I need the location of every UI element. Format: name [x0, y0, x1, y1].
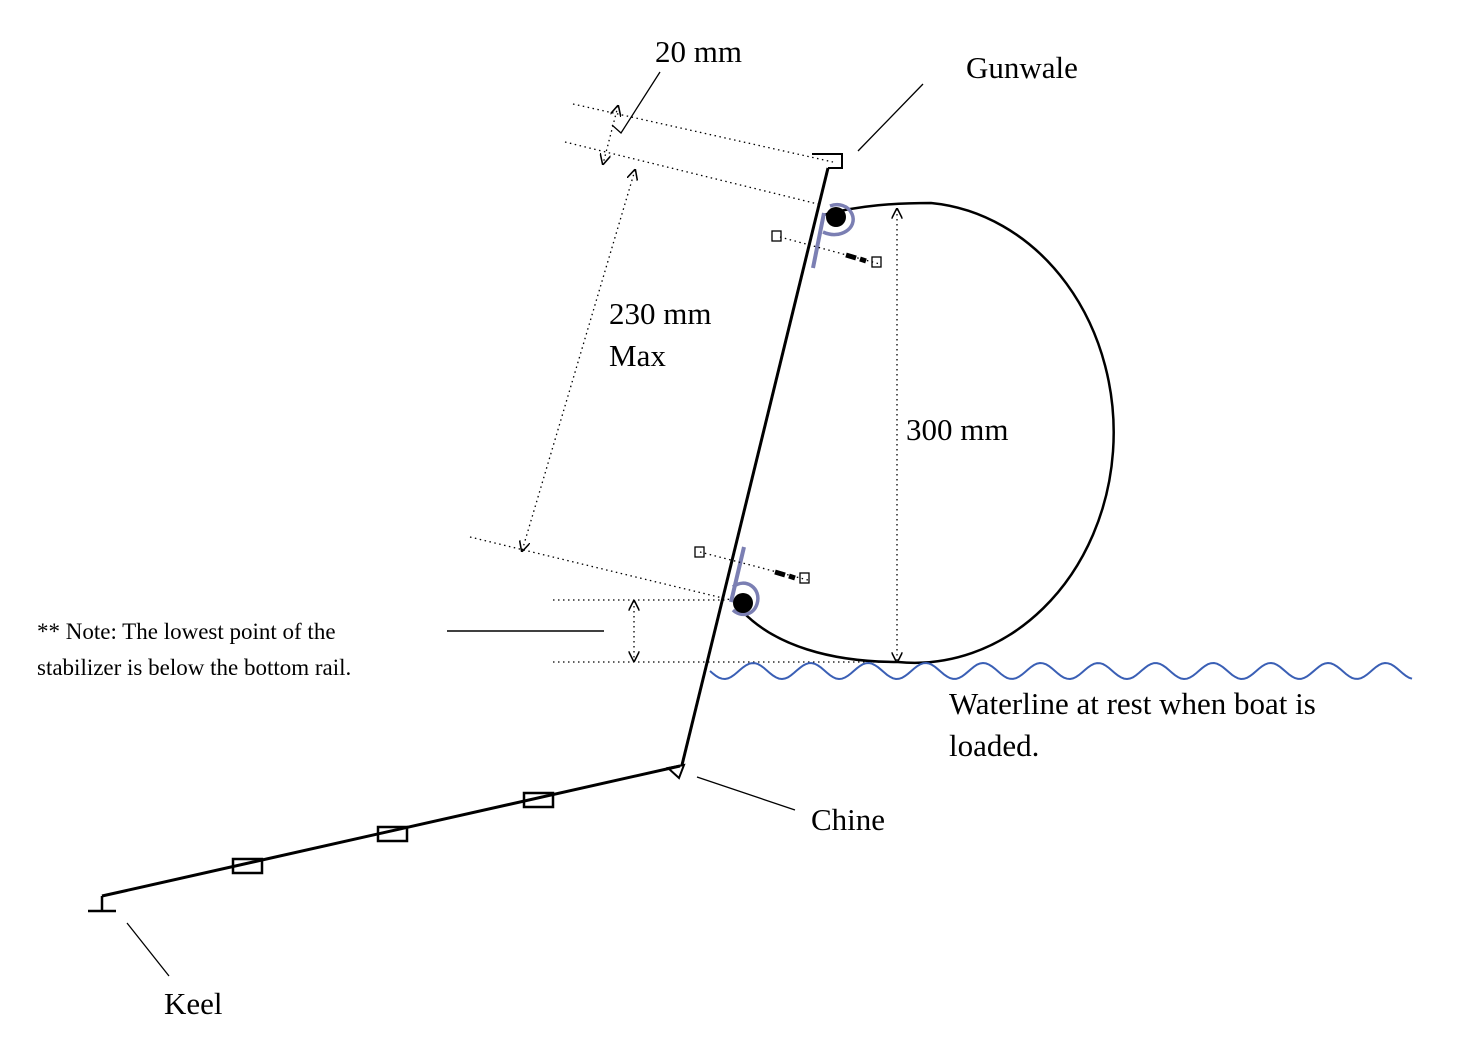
label-300mm: 300 mm — [906, 412, 1008, 447]
extension-line-2 — [564, 141, 823, 206]
upper-bracket — [771, 202, 882, 269]
rib-1 — [522, 791, 555, 809]
label-chine: Chine — [811, 802, 885, 837]
dim-230mm-arrow — [522, 170, 635, 551]
dim-20mm-arrow — [603, 106, 618, 164]
label-gunwale: Gunwale — [966, 50, 1078, 85]
label-230mm: 230 mm — [609, 296, 711, 331]
rib-2 — [376, 825, 409, 843]
extension-line-3 — [469, 536, 732, 601]
label-waterline-1: Waterline at rest when boat is — [949, 686, 1316, 721]
keel-leader — [126, 922, 170, 977]
dim-20mm-leader — [611, 71, 661, 134]
label-waterline-2: loaded. — [949, 728, 1039, 763]
note-line-1: ** Note: The lowest point of the — [37, 619, 336, 644]
waterline-wave — [709, 661, 1413, 681]
extension-line-1 — [572, 103, 834, 163]
hull-bottom-line — [101, 764, 681, 898]
gunwale-leader — [857, 83, 924, 152]
label-keel: Keel — [164, 986, 223, 1021]
note-line-2: stabilizer is below the bottom rail. — [37, 655, 351, 680]
chine-leader — [696, 776, 796, 811]
label-20mm: 20 mm — [655, 34, 742, 69]
rib-3 — [231, 857, 264, 875]
hull-side-line — [680, 167, 830, 766]
gunwale-cap — [812, 153, 843, 169]
lower-bracket — [694, 546, 810, 617]
label-max: Max — [609, 338, 666, 373]
keel-mark — [88, 896, 116, 913]
